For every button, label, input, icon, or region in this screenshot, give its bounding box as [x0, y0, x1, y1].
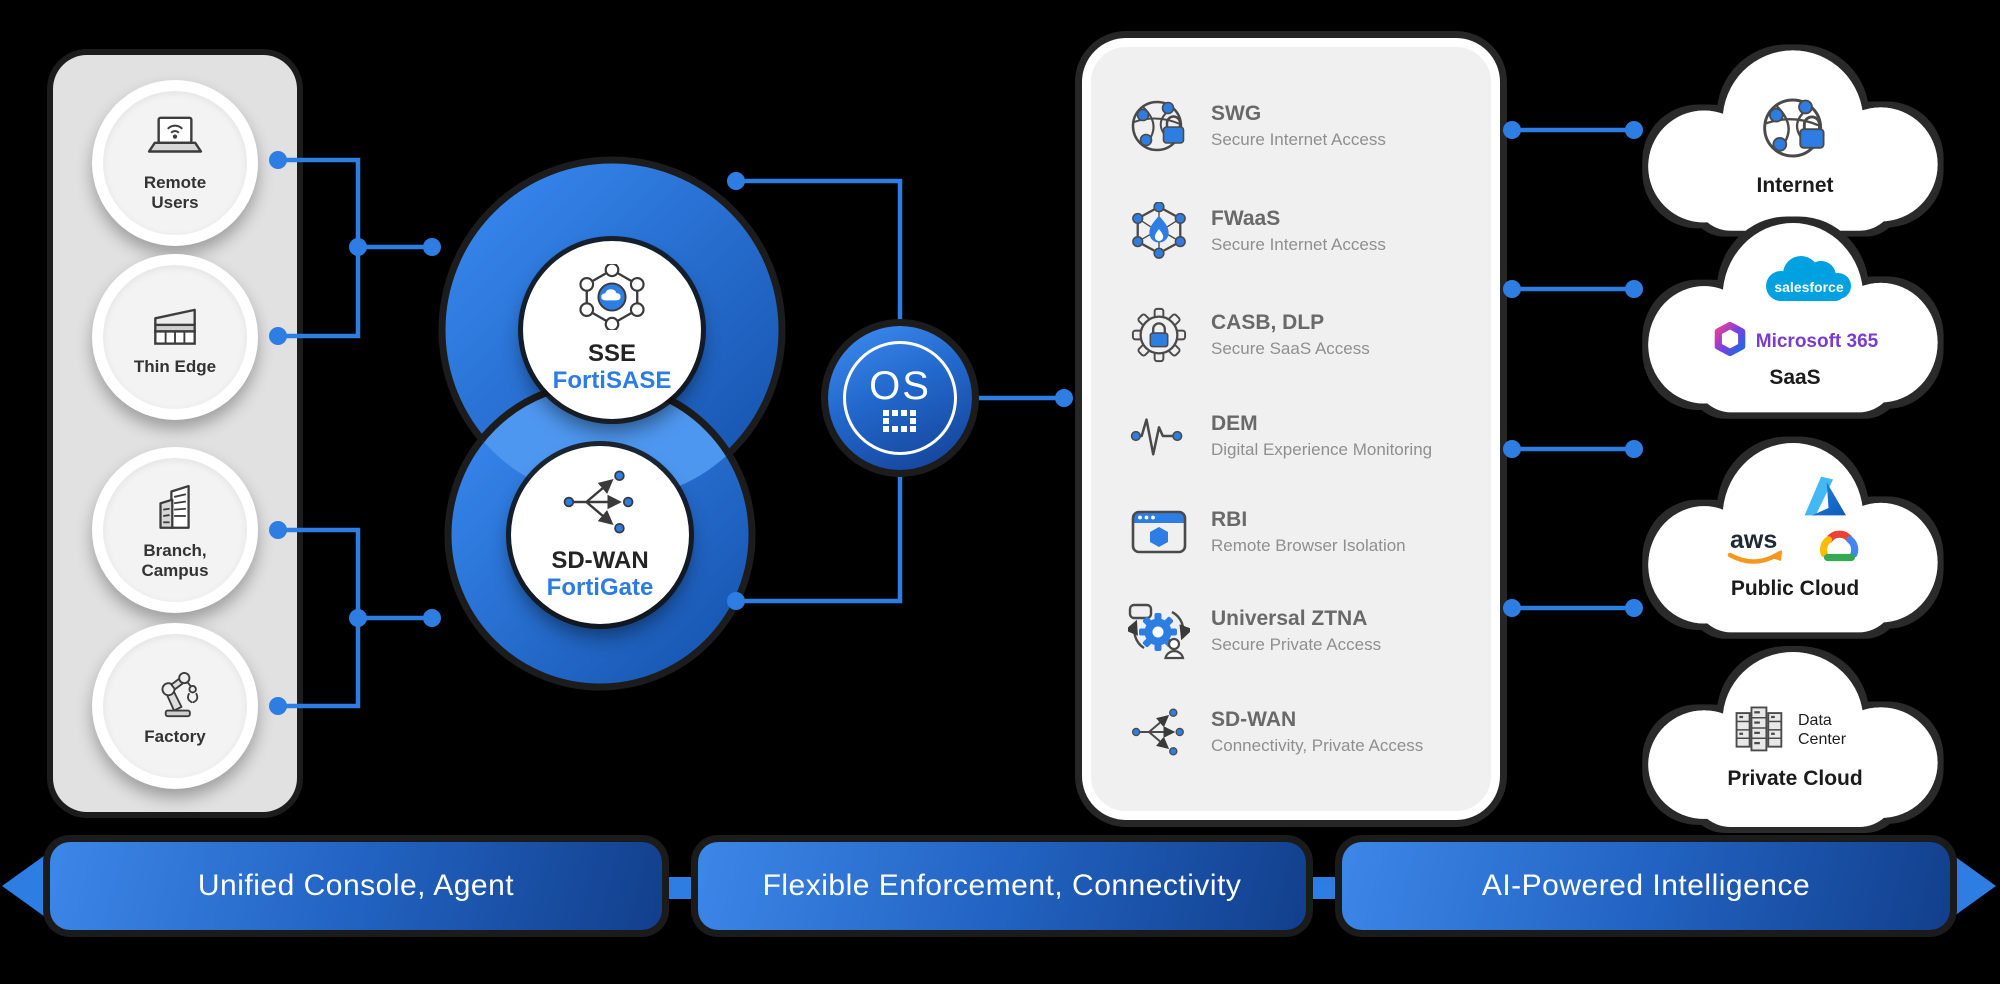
edge-label: Branch, Campus [141, 540, 209, 580]
aws-logo: aws [1722, 524, 1788, 573]
banner-label: Flexible Enforcement, Connectivity [762, 869, 1242, 902]
browser-shield-icon [1125, 508, 1193, 556]
service-row-dem: DEM Digital Experience Monitoring [1125, 410, 1481, 462]
cloud-label: Internet [1756, 173, 1834, 197]
edge-locations-panel: Remote Users Thin Edge [53, 55, 297, 812]
cloud-label: Public Cloud [1730, 577, 1860, 600]
banner-ai-intelligence: AI-Powered Intelligence [1342, 842, 1950, 930]
aws-wordmark: aws [1730, 526, 1777, 554]
sdwan-node: SD-WAN FortiGate [511, 446, 689, 624]
service-title: SD-WAN [1211, 708, 1297, 732]
service-title: CASB, DLP [1211, 311, 1325, 335]
storefront-icon [145, 298, 205, 353]
cloud-saas: salesforce Microsoft 365 SaaS [1640, 210, 1950, 422]
core-circles-graphic [438, 156, 786, 691]
arrow-left-icon [2, 853, 48, 919]
service-title: SWG [1211, 102, 1262, 126]
banner-connector [662, 877, 698, 899]
microsoft-365-icon [1712, 321, 1748, 362]
service-subtitle: Secure Internet Access [1211, 129, 1386, 149]
edge-label: Remote Users [143, 172, 207, 212]
sdwan-title: SD-WAN [551, 546, 649, 574]
service-row-sdwan: SD-WAN Connectivity, Private Access [1125, 706, 1481, 758]
arrow-right-icon [1950, 853, 1996, 919]
pulse-icon [1125, 410, 1193, 462]
gear-lock-icon [1125, 306, 1193, 364]
data-center-label: Data Center [1798, 711, 1847, 748]
google-cloud-icon [1810, 524, 1868, 573]
salesforce-wordmark: salesforce [1774, 279, 1843, 295]
service-row-rbi: RBI Remote Browser Isolation [1125, 508, 1481, 556]
service-title: RBI [1211, 508, 1248, 532]
service-row-ztna: Universal ZTNA Secure Private Access [1125, 602, 1481, 660]
sse-title: SSE [587, 339, 637, 367]
os-ring [843, 341, 957, 455]
banner-label: Unified Console, Agent [197, 869, 515, 902]
service-subtitle: Secure Internet Access [1211, 234, 1386, 254]
service-subtitle: Secure Private Access [1211, 634, 1382, 654]
service-subtitle: Remote Browser Isolation [1211, 535, 1406, 555]
robot-arm-icon [145, 666, 205, 723]
service-row-swg: SWG Secure Internet Access [1125, 96, 1481, 156]
microsoft-365-wordmark: Microsoft 365 [1755, 330, 1879, 352]
cloud-private: Data Center Private Cloud [1640, 640, 1950, 836]
service-subtitle: Connectivity, Private Access [1211, 735, 1424, 755]
sdwan-product: FortiGate [546, 574, 654, 602]
cloud-internet: Internet [1640, 38, 1950, 240]
data-center-icon [1730, 700, 1786, 761]
gear-user-sync-icon [1125, 602, 1193, 660]
services-panel: SWG Secure Internet Access [1082, 38, 1500, 820]
globe-lock-icon [1125, 96, 1193, 156]
cloud-public: aws Public Cloud [1640, 430, 1950, 642]
edge-item-branch-campus: Branch, Campus [92, 447, 258, 613]
cloud-shape [1648, 50, 1938, 231]
service-row-fwaas: FWaaS Secure Internet Access [1125, 202, 1481, 260]
cloud-label: SaaS [1769, 366, 1821, 389]
service-row-casb: CASB, DLP Secure SaaS Access [1125, 306, 1481, 364]
service-title: FWaaS [1211, 207, 1281, 231]
hex-flame-icon [1125, 202, 1193, 260]
azure-icon [1797, 473, 1849, 524]
edge-label: Factory [144, 726, 206, 746]
globe-lock-icon [1760, 93, 1830, 168]
laptop-wifi-icon [144, 114, 206, 169]
sse-node: SSE FortiSASE [523, 241, 701, 419]
buildings-icon [146, 480, 204, 537]
banner-label: AI-Powered Intelligence [1481, 869, 1811, 902]
salesforce-logo: salesforce [1753, 248, 1871, 319]
service-title: Universal ZTNA [1211, 607, 1368, 631]
hex-network-cloud-icon [575, 262, 649, 335]
edge-item-thin-edge: Thin Edge [92, 254, 258, 420]
service-subtitle: Digital Experience Monitoring [1211, 439, 1433, 459]
cloud-label: Private Cloud [1727, 766, 1863, 790]
edge-label: Thin Edge [133, 356, 217, 376]
cloud-shape [1648, 652, 1938, 827]
fortios-node: OS [828, 326, 972, 470]
service-title: DEM [1211, 412, 1258, 436]
edge-item-factory: Factory [92, 623, 258, 789]
branch-arrows-icon [1125, 706, 1193, 758]
service-subtitle: Secure SaaS Access [1211, 338, 1370, 358]
branch-arrows-icon [558, 467, 642, 542]
sse-product: FortiSASE [552, 367, 672, 395]
edge-item-remote-users: Remote Users [92, 80, 258, 246]
banner-flexible-enforcement: Flexible Enforcement, Connectivity [698, 842, 1306, 930]
banner-unified-console: Unified Console, Agent [50, 842, 662, 930]
banner-connector [1306, 877, 1342, 899]
